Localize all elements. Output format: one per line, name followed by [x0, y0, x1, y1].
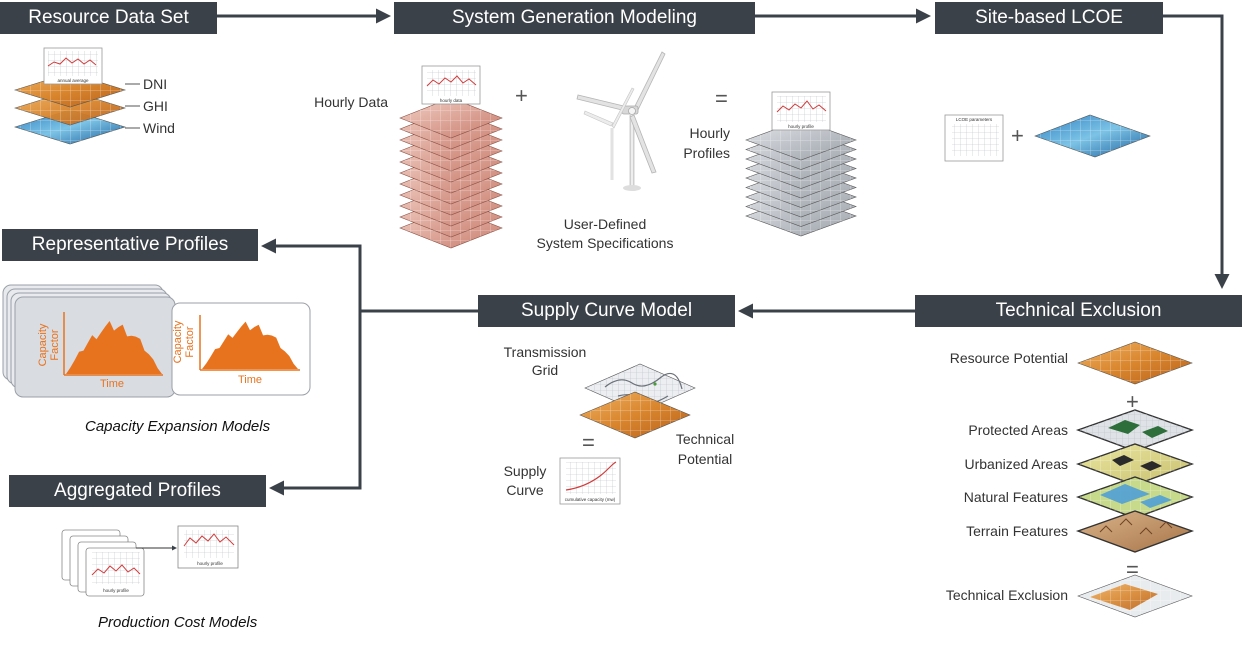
- transmission-grid-layer: [584, 363, 696, 413]
- exclusion-label-protected-areas: Protected Areas: [968, 422, 1068, 438]
- card2-ylabel-1: Capacity: [172, 320, 184, 363]
- hourly-profile-chart-caption: hourly profile: [788, 124, 814, 129]
- plus-sign-exclusion: +: [1126, 389, 1139, 414]
- exclusion-label-technical-exclusion: Technical Exclusion: [945, 587, 1068, 603]
- equals-sign-supply: =: [582, 430, 595, 455]
- hourly-chart-caption: hourly data: [440, 98, 463, 103]
- equals-sign-exclusion: =: [1126, 557, 1139, 582]
- resource-potential-layer: [1077, 341, 1193, 385]
- representative-profile-cards: Capacity Factor Time Capacity Factor Tim…: [2, 284, 311, 398]
- header-supply-curve-model: Supply Curve Model: [478, 295, 735, 327]
- plus-sign-generation: +: [515, 83, 528, 108]
- supply-curve-label-2: Curve: [506, 482, 544, 498]
- flow-arrows: [217, 8, 1230, 496]
- hourly-data-chart: hourly data: [421, 65, 481, 105]
- exclusion-label-natural-features: Natural Features: [963, 489, 1068, 505]
- hourly-profiles-line2: Profiles: [683, 145, 730, 161]
- header-representative-profiles: Representative Profiles: [2, 229, 258, 261]
- technical-potential-layer: [579, 391, 691, 439]
- resource-layer-wind: Wind: [143, 120, 175, 136]
- header-system-generation-modeling: System Generation Modeling: [394, 2, 755, 34]
- header-aggregated-profiles: Aggregated Profiles: [9, 475, 266, 507]
- capacity-expansion-caption: Capacity Expansion Models: [85, 418, 271, 435]
- transmission-label-2: Grid: [531, 362, 559, 378]
- urbanized-areas-layer: [1075, 443, 1195, 486]
- card2-xlabel: Time: [238, 374, 262, 386]
- resource-chart-caption: annual average: [57, 78, 89, 83]
- lcoe-parameter-table: LCOE parameters: [944, 114, 1004, 162]
- hourly-data-label: Hourly Data: [314, 94, 388, 110]
- aggregated-profile-chart: hourly profile: [177, 525, 239, 569]
- aggregated-stack-caption: hourly profile: [103, 588, 129, 593]
- spec-label-line2: System Specifications: [536, 235, 674, 251]
- card1-ylabel-2: Factor: [49, 329, 61, 361]
- exclusion-label-resource-potential: Resource Potential: [949, 350, 1068, 366]
- technical-potential-label-1: Technical: [675, 431, 735, 447]
- resource-layer-dni: DNI: [143, 76, 168, 92]
- transmission-label-1: Transmission: [503, 344, 587, 360]
- wind-turbine-icon: [576, 51, 666, 191]
- resource-layer-ghi: GHI: [143, 98, 168, 114]
- aggregated-chart-caption: hourly profile: [197, 561, 223, 566]
- card1-ylabel-1: Capacity: [37, 323, 49, 366]
- natural-features-layer: [1075, 476, 1195, 519]
- hourly-data-stack: [399, 97, 503, 249]
- terrain-features-layer: [1075, 510, 1195, 553]
- exclusion-label-urbanized-areas: Urbanized Areas: [964, 456, 1068, 472]
- supply-curve-chart: cumulative capacity (mw): [559, 457, 621, 505]
- card1-xlabel: Time: [100, 378, 124, 390]
- supply-curve-caption: cumulative capacity (mw): [565, 497, 616, 502]
- plus-sign-lcoe: +: [1011, 123, 1024, 148]
- hourly-profiles-line1: Hourly: [689, 125, 730, 141]
- lcoe-wind-map: [1034, 114, 1151, 158]
- spec-label-line1: User-Defined: [563, 216, 647, 232]
- hourly-profiles-stack: [745, 119, 857, 237]
- hourly-profile-chart: hourly profile: [771, 91, 831, 131]
- supply-curve-label-1: Supply: [503, 463, 547, 479]
- production-cost-caption: Production Cost Models: [98, 614, 258, 631]
- header-technical-exclusion: Technical Exclusion: [915, 295, 1242, 327]
- header-site-based-lcoe: Site-based LCOE: [935, 2, 1163, 34]
- protected-areas-layer: [1075, 409, 1195, 452]
- technical-exclusion-result-layer: [1077, 574, 1193, 618]
- exclusion-label-terrain-features: Terrain Features: [966, 523, 1068, 539]
- header-resource-data-set: Resource Data Set: [0, 2, 217, 34]
- resource-mini-chart: annual average: [43, 47, 103, 85]
- card2-ylabel-2: Factor: [184, 326, 196, 358]
- technical-potential-label-2: Potential: [677, 451, 733, 467]
- aggregated-profile-stack: hourly profile: [61, 529, 177, 597]
- equals-sign-generation: =: [715, 86, 728, 111]
- lcoe-param-caption: LCOE parameters: [956, 117, 993, 122]
